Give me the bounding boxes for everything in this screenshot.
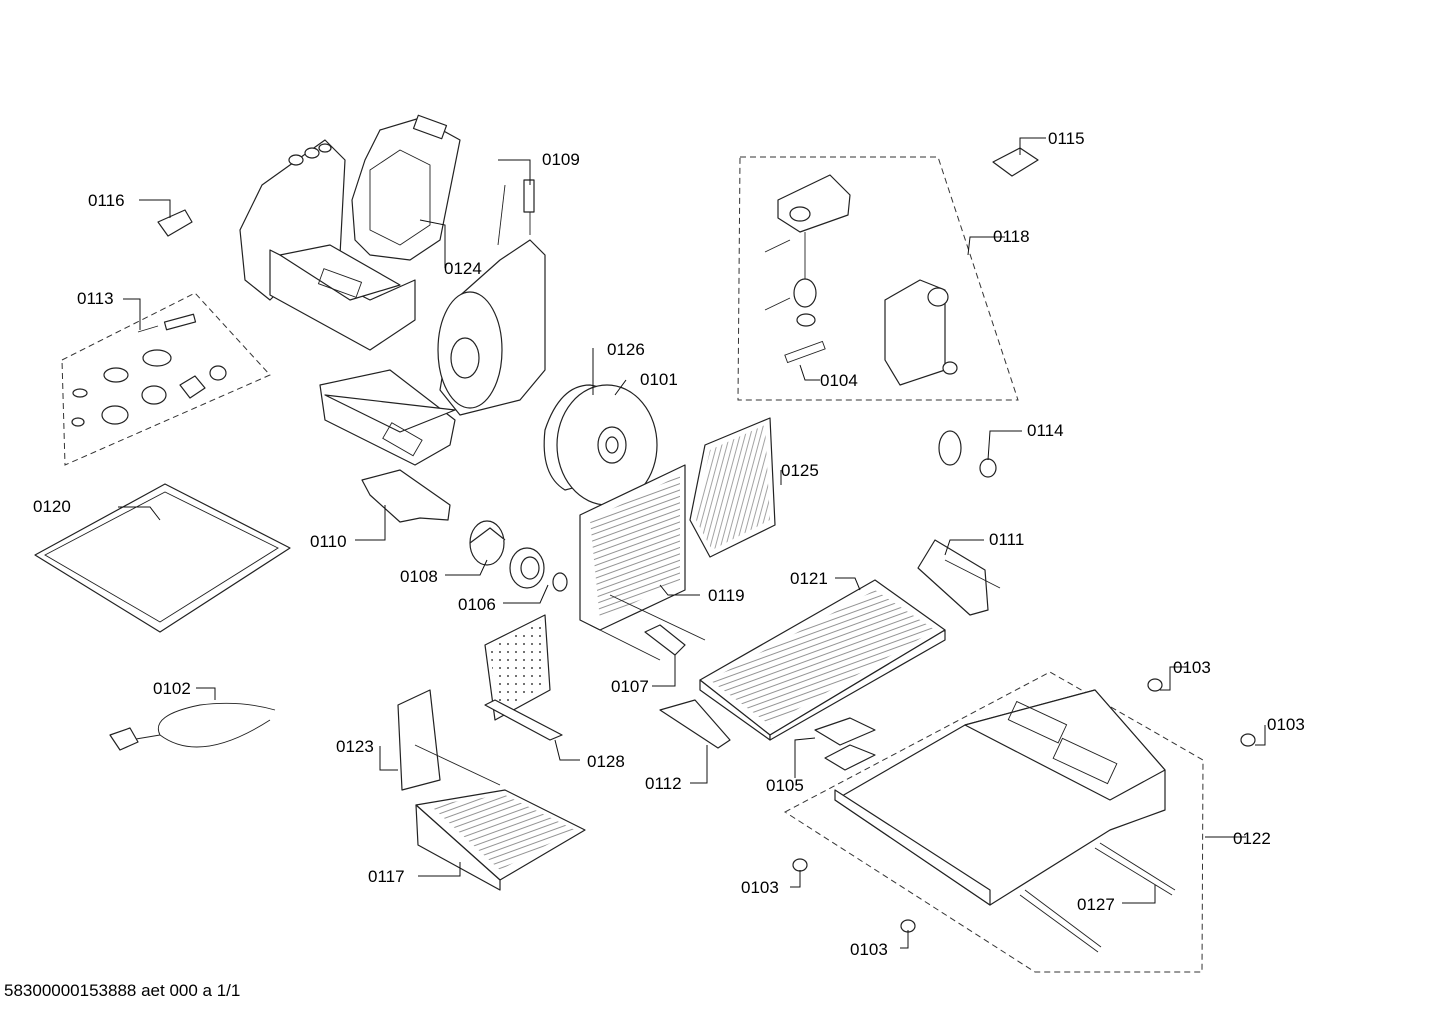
part-0106-gear xyxy=(509,547,568,592)
label-0103-b: 0103 xyxy=(1267,715,1305,734)
label-0118: 0118 xyxy=(993,227,1030,246)
label-0128: 0128 xyxy=(587,752,625,771)
part-0124-housing-left xyxy=(239,139,416,351)
label-0112: 0112 xyxy=(645,774,682,793)
label-0113: 0113 xyxy=(77,289,114,308)
part-0112-end-cap xyxy=(659,699,731,749)
group-outline-0118 xyxy=(737,156,1019,401)
document-reference: 58300000153888 aet 000 a 1/1 xyxy=(4,981,241,1000)
label-0126: 0126 xyxy=(607,340,645,359)
part-0108-gear-sleeve xyxy=(469,520,506,566)
part-0117-tray xyxy=(415,789,586,891)
part-0114-gear-knob xyxy=(938,430,997,478)
part-0128-dotted-guard xyxy=(484,614,563,741)
label-0105: 0105 xyxy=(766,776,804,795)
leader-lines xyxy=(118,137,1266,949)
part-motor-base xyxy=(319,369,456,466)
label-0107: 0107 xyxy=(611,677,649,696)
part-0121-carriage xyxy=(699,579,946,741)
part-0124-housing-frame xyxy=(351,114,461,261)
part-0109-rod xyxy=(497,179,535,246)
part-0120-pad xyxy=(34,483,291,633)
part-0111-bracket xyxy=(917,539,1001,616)
part-labels: 0116 0113 0109 0124 0126 0101 0120 0110 … xyxy=(33,129,1305,959)
part-0102-power-cable xyxy=(109,702,276,751)
part-0118-motor-group xyxy=(764,174,958,386)
label-0102: 0102 xyxy=(153,679,191,698)
part-0101-blade xyxy=(556,384,658,506)
label-0119: 0119 xyxy=(708,586,745,605)
group-outline-0122 xyxy=(784,671,1204,973)
part-0125-guard xyxy=(689,417,776,558)
part-0119-carriage-plate xyxy=(579,464,706,661)
label-0127: 0127 xyxy=(1077,895,1115,914)
part-0105-lever xyxy=(814,717,876,771)
label-0117: 0117 xyxy=(368,867,405,886)
label-0125: 0125 xyxy=(781,461,819,480)
label-0111: 0111 xyxy=(989,530,1024,549)
part-0107-pusher xyxy=(644,624,686,656)
label-0103-d: 0103 xyxy=(850,940,888,959)
part-0113-small-parts xyxy=(71,313,227,427)
label-0106: 0106 xyxy=(458,595,496,614)
label-0114: 0114 xyxy=(1027,421,1064,440)
label-0108: 0108 xyxy=(400,567,438,586)
group-outline-0113 xyxy=(61,292,271,466)
label-0101: 0101 xyxy=(640,370,678,389)
part-0127-rails xyxy=(1019,842,1176,953)
part-0123-food-holder xyxy=(397,689,501,791)
label-0122: 0122 xyxy=(1233,829,1271,848)
part-0122-base xyxy=(834,689,1166,906)
part-0116-clip xyxy=(157,209,193,237)
label-0104: 0104 xyxy=(820,371,858,390)
label-0110: 0110 xyxy=(310,532,347,551)
label-0115: 0115 xyxy=(1048,129,1085,148)
label-0109: 0109 xyxy=(542,150,580,169)
part-0115-plate xyxy=(992,147,1039,177)
label-0116: 0116 xyxy=(88,191,125,210)
part-0110-bracket xyxy=(361,469,451,523)
label-0121: 0121 xyxy=(790,569,828,588)
label-0103-c: 0103 xyxy=(741,878,779,897)
label-0120: 0120 xyxy=(33,497,71,516)
label-0123: 0123 xyxy=(336,737,374,756)
label-0103-a: 0103 xyxy=(1173,658,1211,677)
label-0124: 0124 xyxy=(444,259,482,278)
